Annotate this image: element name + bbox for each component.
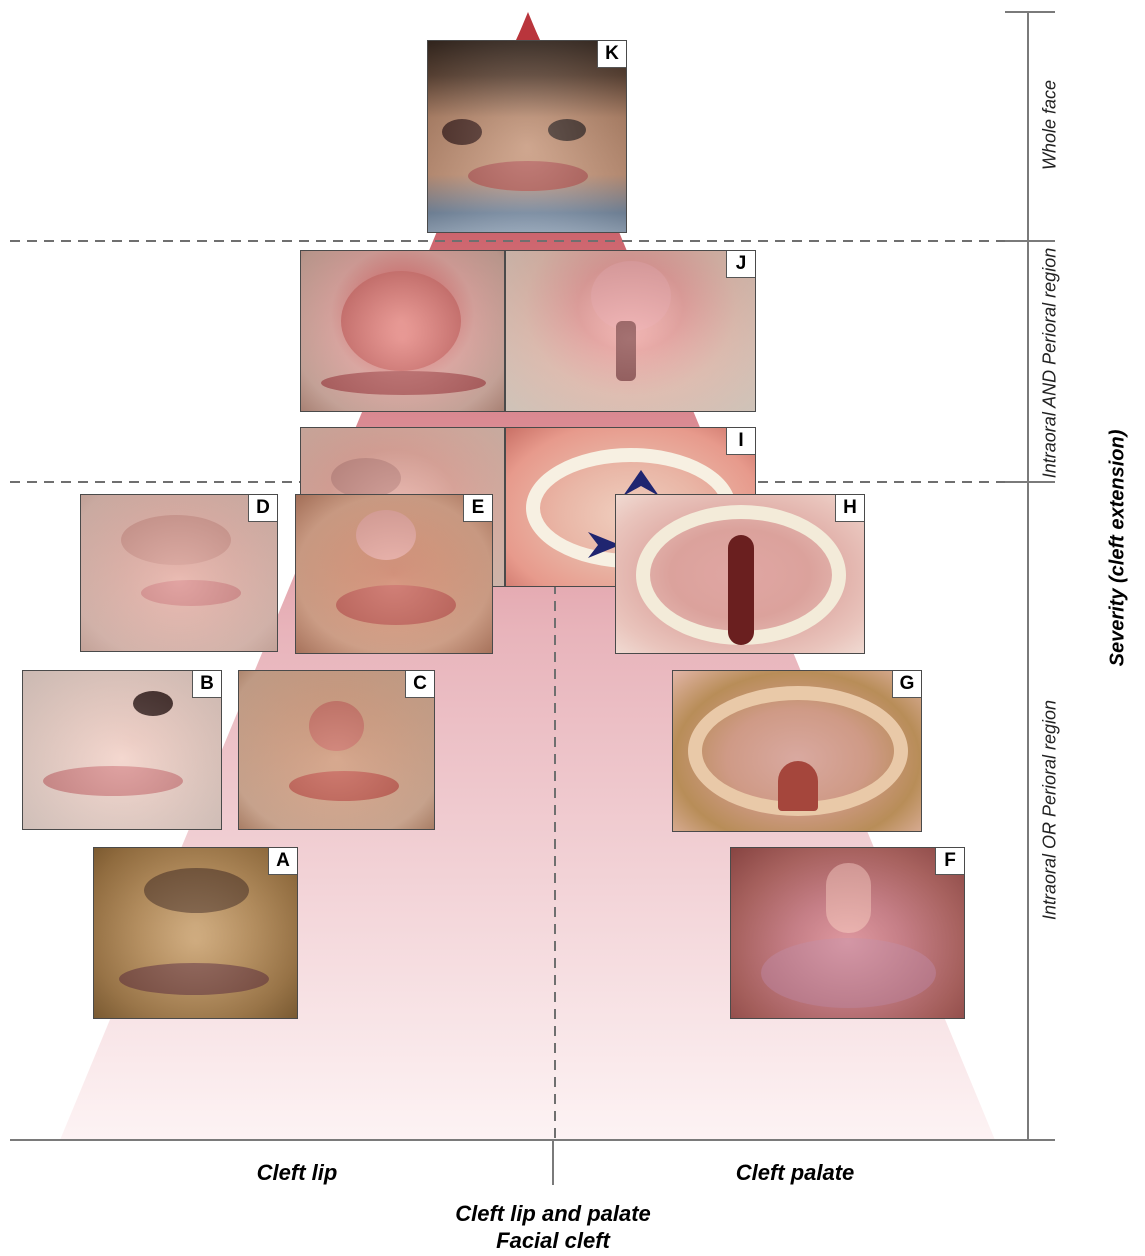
panel-letter-k: K: [597, 41, 626, 68]
panel-letter-i: I: [726, 428, 755, 455]
apex-arrow: [516, 14, 540, 40]
photo-panel-e: E: [295, 494, 493, 654]
label-cleft-palate: Cleft palate: [736, 1160, 855, 1186]
photo-panel-g: G: [672, 670, 922, 832]
photo-panel-j: J: [505, 250, 756, 412]
panel-letter-b: B: [192, 671, 221, 698]
panel-letter-h: H: [835, 495, 864, 522]
panel-letter-d: D: [248, 495, 277, 522]
panel-letter-f: F: [935, 848, 964, 875]
panel-letter-g: G: [892, 671, 921, 698]
photo-panel-h: H: [615, 494, 865, 654]
label-cleft-lip-and-palate: Cleft lip and palate: [455, 1201, 651, 1227]
photo-panel-f: F: [730, 847, 965, 1019]
photo-panel-a: A: [93, 847, 298, 1019]
severity-axis-label: Severity (cleft extension): [1107, 430, 1130, 667]
panel-letter-j: J: [726, 251, 755, 278]
photo-panel-d: D: [80, 494, 278, 652]
panel-letter-e: E: [463, 495, 492, 522]
panel-letter-c: C: [405, 671, 434, 698]
photo-panel-lip-bilateral: [300, 250, 505, 412]
label-facial-cleft: Facial cleft: [496, 1228, 610, 1254]
label-cleft-lip: Cleft lip: [257, 1160, 338, 1186]
panel-letter-a: A: [268, 848, 297, 875]
band-label-whole-face: Whole face: [1040, 80, 1061, 170]
band-label-intraoral-and-perioral: Intraoral AND Perioral region: [1040, 248, 1061, 478]
photo-panel-k: K: [427, 40, 627, 233]
photo-panel-b: B: [22, 670, 222, 830]
band-label-intraoral-or-perioral: Intraoral OR Perioral region: [1040, 700, 1061, 920]
photo-panel-c: C: [238, 670, 435, 830]
